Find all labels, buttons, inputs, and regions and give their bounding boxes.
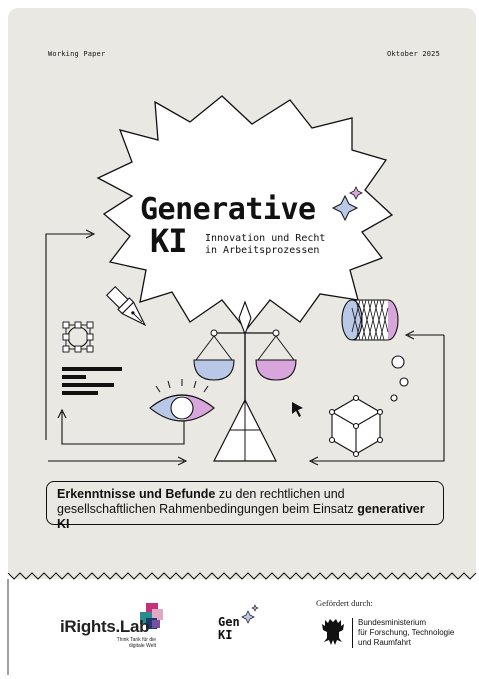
federal-eagle-icon [322,619,344,645]
date-label: Oktober 2025 [387,50,440,58]
ministry-line1: Bundesministerium [358,618,427,627]
findings-middle: zu den rechtlichen und gesellschaftliche… [57,487,358,516]
irights-tagline-1: Think Tank für die [116,637,156,643]
bubbles-icon [390,355,409,402]
genki-sparkle-icon [241,604,259,624]
funded-by-label: Gefördert durch: [316,598,373,608]
findings-bold-end: generativer KI [57,502,425,531]
fountain-pen-icon [105,285,147,327]
ministry-name: Bundesministerium für Forschung, Technol… [352,618,454,648]
eye-connector [61,412,185,445]
starburst-bubble [96,95,394,332]
sparkle-icon [331,186,363,222]
flow-arrow-top [45,233,92,440]
findings-box: Erkenntnisse und Befunde zu den rechtlic… [46,481,444,531]
genki-logo-line2: KI [218,628,233,642]
subtitle-line1: Innovation und Recht [205,233,326,244]
doc-type-label: Working Paper [48,50,106,58]
cube-icon [328,394,384,458]
genki-logo: Gen KI [218,616,240,642]
irights-tagline: Think Tank für die digitale Welt [92,637,156,649]
zigzag-divider [7,572,477,580]
vector-shape-icon [62,321,94,353]
irights-logo-mark [140,603,163,629]
irights-tagline-2: digitale Welt [128,643,156,649]
ministry-line3: und Raumfahrt [358,638,411,647]
subtitle: Innovation und Recht in Arbeitsprozessen [205,233,325,257]
subtitle-line2: in Arbeitsprozessen [205,245,320,256]
flow-arrow-bottom-right [312,335,445,462]
title-ki: KI [150,222,188,260]
irights-logo-text: iRights.Lab [60,617,150,636]
title-generative: Generative [140,192,316,227]
scale-icon [193,300,297,462]
cursor-icon [292,402,303,417]
eye-icon [149,379,215,422]
coil-icon [341,299,399,341]
genki-logo-line1: Gen [218,615,240,629]
findings-bold-start: Erkenntnisse und Befunde [57,487,216,501]
ministry-line2: für Forschung, Technologie [358,628,455,637]
text-lines-icon [62,367,122,395]
